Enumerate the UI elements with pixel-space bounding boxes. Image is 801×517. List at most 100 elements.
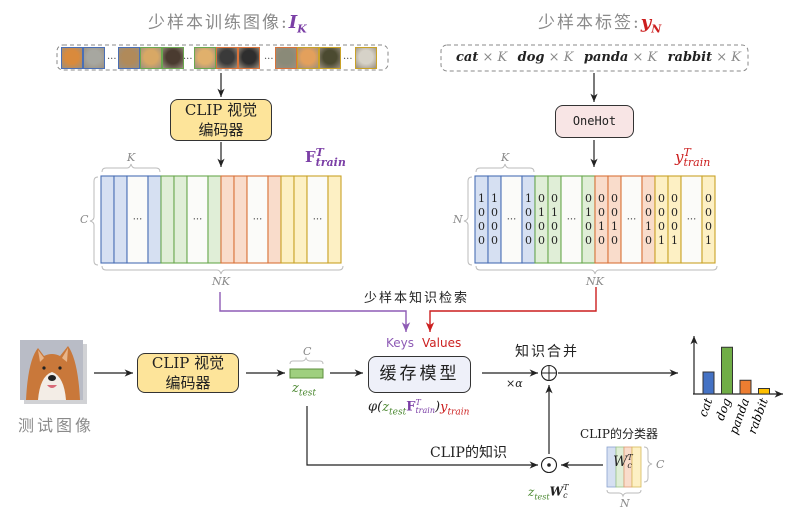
- thumbnail-cat: [118, 47, 140, 69]
- labels-symbol: y: [640, 12, 652, 33]
- training-images-symbol: I: [288, 12, 298, 33]
- onehot-value: 0: [525, 206, 532, 219]
- onehot-value: 0: [658, 206, 665, 219]
- clip-encoder-test: CLIP 视觉编码器: [137, 353, 239, 393]
- onehot-value: 0: [538, 220, 545, 233]
- training-images-subscript: K: [297, 22, 309, 36]
- onehot-value: 0: [671, 206, 678, 219]
- brace-k-left-label: K: [127, 151, 136, 164]
- matrix-column: [100, 175, 115, 264]
- brace-k-left: [101, 163, 161, 173]
- onehot-value: 0: [705, 192, 712, 205]
- brace-c-left-label: C: [80, 213, 89, 226]
- matrix-column: [233, 175, 248, 264]
- brace-n-right-label: N: [453, 213, 463, 226]
- onehot-value: 1: [538, 206, 545, 219]
- onehot-value: 0: [551, 192, 558, 205]
- label-rabbit: rabbit × K: [667, 50, 741, 65]
- thumbnail-dog: [162, 47, 184, 69]
- brace-n-right: [463, 176, 473, 266]
- labels-subscript: N: [651, 22, 664, 36]
- onehot-value: 0: [671, 220, 678, 233]
- thumbnail-dog: [140, 47, 162, 69]
- ztest-label: ztest: [292, 381, 317, 399]
- onehot-value: 0: [671, 192, 678, 205]
- labels-title-text: 少样本标签:: [538, 13, 641, 33]
- tick-label-cat: cat: [696, 396, 716, 419]
- onehot-value: 1: [611, 220, 618, 233]
- onehot-value: 0: [585, 220, 592, 233]
- onehot-value: 0: [491, 206, 498, 219]
- classifier-brace-c-label: C: [656, 458, 665, 471]
- test-image-label: 测试图像: [18, 416, 95, 435]
- onehot-value: 0: [598, 192, 605, 205]
- onehot-value: 0: [525, 220, 532, 233]
- label-strip: [440, 44, 749, 72]
- brace-c-left: [89, 176, 99, 266]
- cache-model-box: 缓存模型: [368, 356, 471, 393]
- thumbnail-rabbit: [355, 47, 377, 69]
- label-cat: cat × K: [456, 50, 508, 65]
- label-panda: panda × K: [583, 50, 658, 65]
- clip-encoder-train: CLIP 视觉编码器: [170, 99, 272, 141]
- labels-title: 少样本标签:yN: [538, 8, 663, 35]
- onehot-value: 0: [585, 234, 592, 247]
- matrix-ellipsis: ···: [193, 215, 203, 226]
- matrix-ellipsis: ···: [133, 215, 143, 226]
- onehot-value: 0: [538, 192, 545, 205]
- matrix-ellipsis: ···: [253, 215, 263, 226]
- thumbnail-ellipsis: ···: [264, 54, 274, 65]
- onehot-value: 1: [658, 234, 665, 247]
- onehot-value: 0: [491, 234, 498, 247]
- onehot-value: 0: [551, 220, 558, 233]
- brace-nk-left: [101, 265, 344, 275]
- keys-line: [219, 292, 411, 332]
- onehot-value: 0: [598, 234, 605, 247]
- thumbnail-dog: [194, 47, 216, 69]
- training-images-title: 少样本训练图像:IK: [148, 8, 309, 35]
- onehot-value: 0: [538, 234, 545, 247]
- brace-nk-right: [475, 265, 718, 275]
- brace-ztest-c: [289, 356, 324, 365]
- matrix-column: [327, 175, 342, 264]
- onehot-value: 0: [611, 206, 618, 219]
- thumbnail-ellipsis: ···: [183, 54, 193, 65]
- onehot-value: 0: [585, 192, 592, 205]
- onehot-matrix: 10001000···100001000100···010000100010··…: [474, 175, 716, 264]
- onehot-value: 1: [478, 192, 485, 205]
- onehot-value: 0: [491, 220, 498, 233]
- onehot-value: 0: [645, 192, 652, 205]
- matrix-column: [701, 175, 716, 264]
- matrix-ellipsis: ···: [687, 215, 697, 226]
- matrix-column: [267, 175, 282, 264]
- onehot-value: 0: [551, 234, 558, 247]
- onehot-value: 0: [611, 234, 618, 247]
- feature-matrix: ············: [100, 175, 342, 264]
- onehot-value: 0: [658, 192, 665, 205]
- matrix-column: [147, 175, 162, 264]
- ztest-brace-label: C: [303, 345, 312, 358]
- matrix-ellipsis: ···: [507, 215, 517, 226]
- onehot-value: 0: [478, 220, 485, 233]
- onehot-value: 0: [611, 192, 618, 205]
- keys-label: Keys: [386, 336, 415, 350]
- retrieval-label: 少样本知识检索: [364, 291, 470, 306]
- bar-dog: [721, 346, 733, 395]
- bar-panda: [739, 379, 752, 395]
- onehot-value: 0: [658, 220, 665, 233]
- classifier-label: CLIP的分类器: [580, 427, 658, 441]
- matrix-ellipsis: ···: [627, 215, 637, 226]
- bar-cat: [702, 371, 715, 395]
- onehot-value: 0: [645, 234, 652, 247]
- classifier-matrix: [606, 446, 642, 488]
- clip-encoder-train-line1: CLIP 视觉: [184, 100, 258, 119]
- bar-rabbit: [758, 388, 770, 395]
- thumbnail-panda: [275, 47, 297, 69]
- values-label: Values: [422, 336, 462, 350]
- label-strip-text: cat × K dog × K panda × K rabbit × K: [456, 50, 741, 65]
- thumbnail-rabbit: [319, 47, 341, 69]
